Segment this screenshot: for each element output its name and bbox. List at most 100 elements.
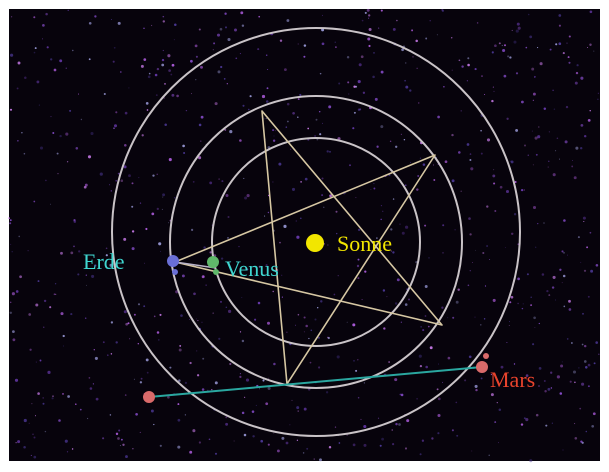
star [550,371,553,374]
star [404,447,408,450]
star [132,448,134,450]
star [156,173,158,175]
star [523,417,526,420]
star [62,393,64,395]
star [527,13,530,16]
star [552,275,556,279]
star [568,35,571,38]
star [137,343,139,345]
star [265,264,268,267]
star [356,264,360,268]
star [593,50,595,52]
star [383,327,386,330]
star [195,55,198,58]
star [574,381,576,384]
star [572,370,577,374]
star [441,9,445,12]
star [451,179,455,183]
star [377,417,380,419]
star [220,257,224,260]
star [163,97,165,99]
star [159,250,162,252]
star [532,99,534,101]
star [455,300,459,304]
star [179,344,182,347]
star [575,71,579,75]
star [488,454,490,457]
star [303,44,307,47]
star [113,124,118,128]
star [503,44,507,47]
star [363,382,365,384]
star [374,97,378,101]
star [79,408,82,411]
star [78,250,81,253]
star [363,443,367,447]
star [202,357,205,360]
star [118,429,121,432]
pentagram [174,110,443,385]
star [510,232,514,236]
star [145,102,149,105]
star [224,12,227,15]
star [267,68,269,71]
star [177,445,181,449]
star [537,135,541,139]
star [193,292,196,296]
star [502,48,506,53]
star [87,155,92,159]
star [401,48,404,52]
star [583,269,587,272]
star [400,321,402,323]
star [299,217,302,220]
star [437,413,441,418]
star [524,144,526,147]
star [355,369,358,372]
star [318,110,321,113]
star [303,55,306,58]
star [9,311,13,315]
star [189,450,193,454]
star [501,44,503,47]
star [494,44,497,48]
star [289,424,291,426]
star [357,80,361,84]
star [424,224,427,227]
star [229,130,233,134]
star [10,53,14,57]
star [574,437,578,440]
star [548,294,551,297]
star [273,432,275,434]
star [201,388,205,391]
star [320,300,323,303]
star [469,153,472,155]
star [390,250,392,252]
star [255,404,257,406]
star [574,81,578,85]
star [563,252,565,254]
star [258,265,261,268]
star [67,9,69,12]
star [80,118,83,121]
star [539,62,543,66]
star [244,396,246,398]
star [285,126,288,128]
star [50,58,53,61]
star [113,46,116,49]
star [225,422,229,426]
star [178,379,181,382]
star [297,313,300,316]
star [543,380,546,382]
star [568,61,571,64]
star [328,105,332,109]
star [64,439,68,443]
star [34,47,37,50]
star [455,401,458,404]
star [148,72,151,75]
star [102,437,105,440]
star [110,321,114,324]
star [217,70,221,74]
star [62,334,65,338]
star [531,130,533,132]
star [131,247,135,251]
